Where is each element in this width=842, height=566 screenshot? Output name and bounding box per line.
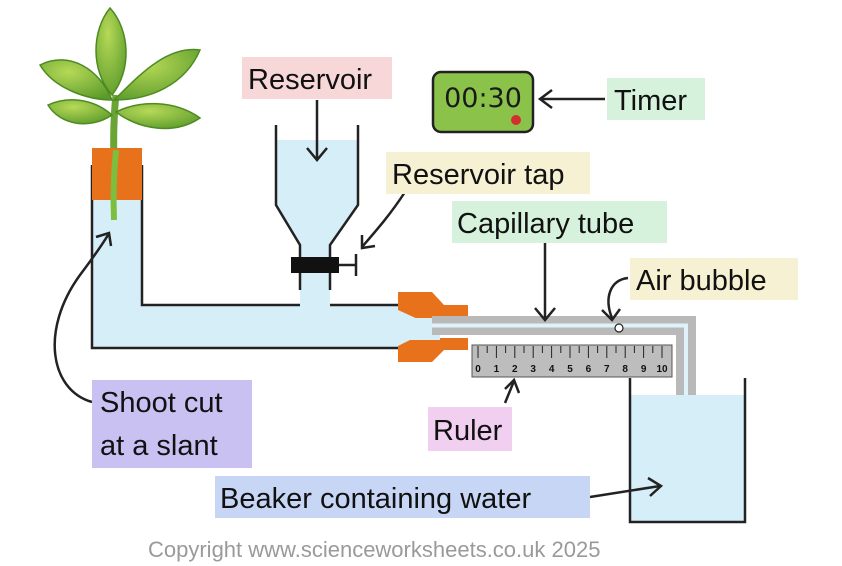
label-capillary-tube: Capillary tube	[452, 201, 667, 243]
label-reservoir: Reservoir	[242, 57, 392, 99]
ruler-tick-label: 8	[622, 364, 628, 375]
ruler: 0 1 2 3 4 5 6 7 8 9 10	[471, 344, 673, 378]
ruler-tick-label: 2	[512, 364, 518, 375]
apparatus-tubing	[90, 165, 420, 350]
ruler-tick-label: 0	[475, 364, 481, 375]
plant-shoot	[38, 6, 202, 211]
label-beaker: Beaker containing water	[215, 476, 590, 518]
svg-text:Reservoir tap: Reservoir tap	[392, 159, 564, 191]
copyright-text: Copyright www.scienceworksheets.co.uk 20…	[148, 537, 600, 562]
label-timer: Timer	[607, 78, 705, 120]
label-air-bubble: Air bubble	[630, 258, 798, 300]
ruler-tick-label: 7	[604, 364, 610, 375]
leaf-left-lower	[46, 99, 114, 125]
ruler-tick-label: 6	[586, 364, 592, 375]
leaf-right-upper	[112, 48, 202, 101]
leaf-left-upper	[38, 59, 114, 101]
timer-display: 00:30	[444, 83, 522, 114]
reservoir-tap	[291, 254, 358, 276]
ruler-tick-label: 1	[494, 364, 500, 375]
leaf-top	[95, 6, 127, 97]
svg-text:Reservoir: Reservoir	[248, 64, 372, 96]
arrows	[53, 89, 664, 499]
beaker	[628, 378, 747, 524]
svg-text:Capillary tube: Capillary tube	[457, 208, 634, 240]
leaf-right-lower	[114, 102, 202, 130]
svg-text:Air bubble: Air bubble	[636, 265, 767, 297]
svg-text:Shoot cut: Shoot cut	[100, 387, 223, 419]
label-shoot: Shoot cut at a slant	[92, 380, 252, 468]
timer: 00:30	[431, 70, 535, 134]
timer-dot	[511, 115, 521, 125]
label-reservoir-tap: Reservoir tap	[386, 152, 590, 194]
svg-text:Beaker containing water: Beaker containing water	[220, 483, 531, 515]
ruler-tick-label: 4	[549, 364, 555, 375]
ruler-tick-label: 5	[567, 364, 573, 375]
air-bubble	[614, 323, 624, 333]
ruler-tick-label: 10	[656, 364, 668, 375]
ruler-tick-label: 3	[530, 364, 536, 375]
svg-text:at a slant: at a slant	[100, 430, 218, 462]
ruler-tick-label: 9	[641, 364, 647, 375]
label-ruler: Ruler	[428, 407, 512, 451]
svg-text:Ruler: Ruler	[433, 415, 503, 447]
svg-text:Timer: Timer	[614, 85, 687, 117]
